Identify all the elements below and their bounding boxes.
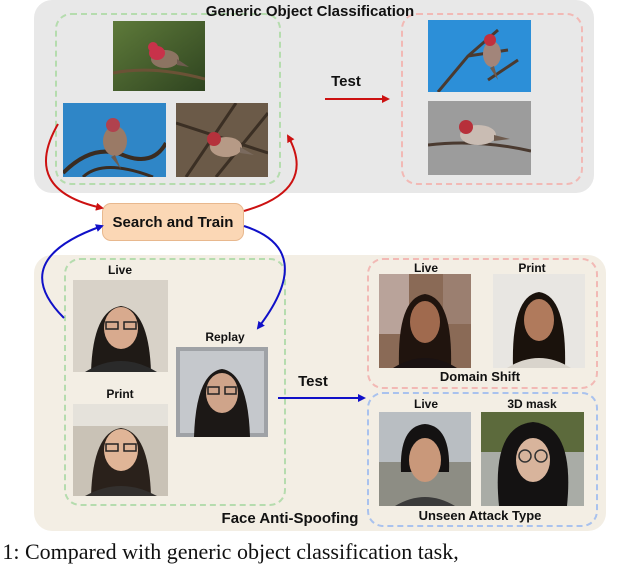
train-print-label: Print	[106, 387, 134, 401]
unseen-mask-label: 3D mask	[507, 397, 557, 411]
face-photo-domain-print	[493, 274, 585, 368]
domain-print-label: Print	[518, 261, 546, 275]
train-replay-label: Replay	[205, 330, 245, 344]
test-label-bottom: Test	[298, 373, 328, 390]
unseen-attack-title: Unseen Attack Type	[418, 508, 542, 523]
face-photo-train-live	[73, 280, 168, 372]
generic-classification-title: Generic Object Classification	[205, 3, 415, 20]
test-birds-group	[401, 13, 583, 185]
face-photo-train-print	[73, 404, 168, 496]
train-birds-group	[55, 13, 281, 185]
face-anti-spoofing-title: Face Anti-Spoofing	[221, 510, 359, 527]
domain-shift-group	[367, 258, 598, 389]
face-photo-domain-live	[379, 274, 471, 368]
figure-caption: Fig. 1: Compared with generic object cla…	[0, 539, 459, 564]
unseen-live-label: Live	[413, 397, 438, 411]
search-and-train-box: Search and Train	[102, 203, 244, 241]
bird-photo-train-2	[63, 103, 166, 177]
bird-photo-test-2	[428, 101, 531, 175]
test-label-top: Test	[331, 73, 361, 90]
domain-live-label: Live	[413, 261, 438, 275]
face-photo-train-replay	[176, 347, 268, 437]
train-live-label: Live	[107, 263, 132, 277]
face-photo-unseen-live	[379, 412, 471, 506]
bird-photo-train-1	[113, 21, 205, 91]
bird-photo-train-3	[176, 103, 268, 177]
unseen-attack-group	[367, 392, 598, 527]
bird-photo-test-1	[428, 20, 531, 92]
domain-shift-title: Domain Shift	[439, 369, 521, 384]
face-photo-unseen-3d-mask	[481, 412, 584, 506]
train-faces-group	[64, 258, 286, 506]
